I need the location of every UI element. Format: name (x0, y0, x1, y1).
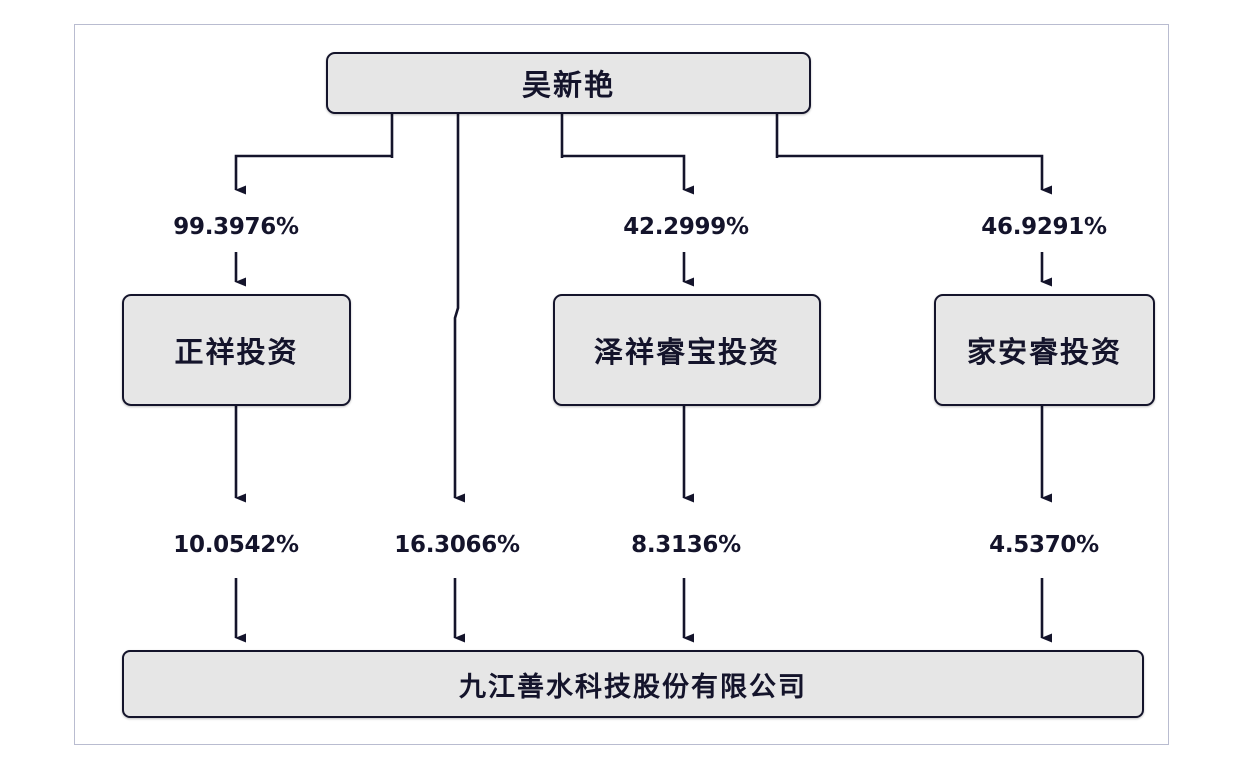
company-node-label: 九江善水科技股份有限公司 (459, 671, 807, 703)
percentage-label-zexiangruibao-to-company: 8.3136% (631, 532, 741, 558)
entity-node-label: 正祥投资 (174, 335, 299, 369)
percentage-label-owner-direct-to-company: 16.3066% (394, 532, 520, 558)
entity-node-label: 泽祥睿宝投资 (593, 335, 780, 369)
percentage-label-owner-to-zexiangruibao: 42.2999% (623, 214, 749, 240)
entity-node-box-jiaanrui[interactable]: 家安睿投资 (934, 294, 1155, 406)
owner-node-label: 吴新艳 (521, 68, 615, 102)
percentage-label-zhengxiang-to-company: 10.0542% (173, 532, 299, 558)
percentage-label-owner-to-jiaanrui: 46.9291% (981, 214, 1107, 240)
entity-node-box-zexiangruibao[interactable]: 泽祥睿宝投资 (553, 294, 821, 406)
entity-node-box-zhengxiang[interactable]: 正祥投资 (122, 294, 351, 406)
entity-node-label: 家安睿投资 (966, 335, 1122, 369)
company-node-box[interactable]: 九江善水科技股份有限公司 (122, 650, 1144, 718)
percentage-label-jiaanrui-to-company: 4.5370% (989, 532, 1099, 558)
percentage-label-owner-to-zhengxiang: 99.3976% (173, 214, 299, 240)
owner-node-box[interactable]: 吴新艳 (326, 52, 811, 114)
